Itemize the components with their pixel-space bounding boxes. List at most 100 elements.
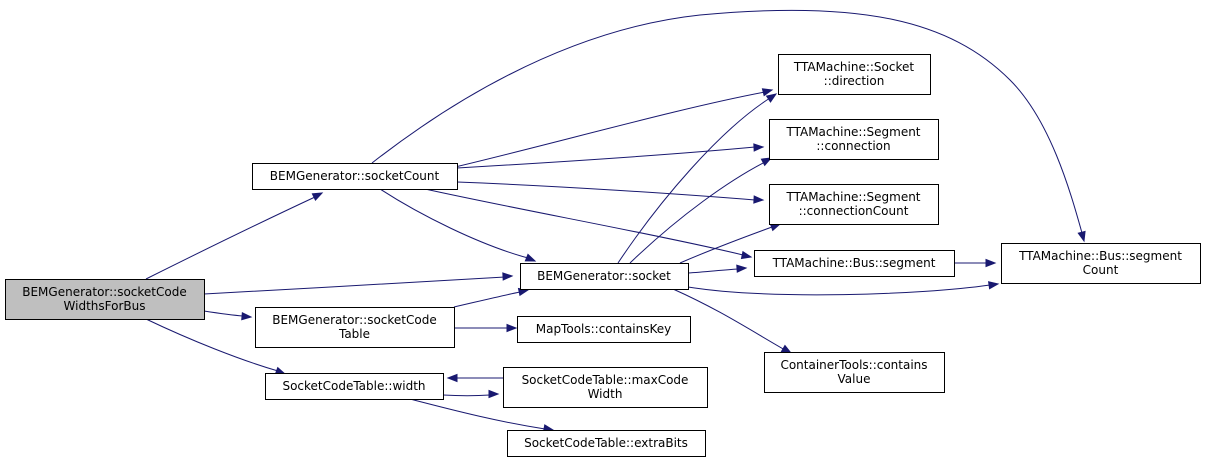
edge-root-to-bem_socket	[203, 272, 514, 295]
node-box	[252, 163, 458, 190]
node-contains-key[interactable]: MapTools::containsKey	[517, 316, 691, 343]
arrowhead-icon	[765, 93, 778, 103]
edge-line	[203, 310, 244, 317]
edge-bus_segment-to-bus_segment_count	[954, 258, 997, 268]
node-box	[769, 119, 939, 160]
edge-line	[456, 181, 756, 201]
arrowhead-icon	[761, 88, 774, 97]
edges-layer	[145, 9, 1086, 433]
node-box	[507, 430, 706, 457]
edge-max_code_width-to-sct_width	[446, 373, 504, 383]
node-socket-count[interactable]: BEMGenerator::socketCount	[252, 163, 458, 190]
node-box	[754, 250, 955, 277]
node-label-line: ::direction	[824, 74, 885, 88]
node-label-line: SocketCodeTable::maxCode	[522, 373, 689, 387]
edge-sct_width-to-max_code_width	[442, 389, 500, 399]
edge-bem_socket-to-segment_connection	[629, 157, 773, 264]
node-extra-bits[interactable]: SocketCodeTable::extraBits	[507, 430, 706, 457]
node-label-line: TTAMachine::Segment	[785, 125, 920, 139]
arrowhead-icon	[760, 157, 773, 167]
node-segment-connection-count[interactable]: TTAMachine::Segment::connectionCount	[769, 184, 939, 225]
node-label-line: Value	[838, 372, 871, 386]
arrowhead-icon	[780, 344, 793, 354]
arrowhead-icon	[736, 264, 748, 273]
node-box	[517, 316, 691, 343]
arrowhead-icon	[1077, 230, 1086, 243]
edge-line	[145, 196, 316, 280]
arrowhead-icon	[988, 281, 1000, 290]
node-label-line: TTAMachine::Bus::segment	[772, 256, 936, 270]
node-label-line: BEMGenerator::socketCode	[272, 313, 437, 327]
node-label-line: MapTools::containsKey	[536, 322, 672, 336]
node-label-line: ::connectionCount	[799, 204, 909, 218]
node-label-line: Table	[338, 327, 370, 341]
node-label-line: ::connection	[816, 139, 890, 153]
node-label-line: BEMGenerator::socket	[537, 269, 671, 283]
node-label-line: SocketCodeTable::width	[282, 379, 425, 393]
arrowhead-icon	[241, 311, 253, 321]
node-label-line: ContainerTools::contains	[780, 358, 927, 372]
arrowhead-icon	[311, 192, 324, 201]
node-box	[769, 184, 939, 225]
edge-line	[442, 394, 491, 397]
arrowhead-icon	[488, 389, 500, 399]
node-box	[265, 373, 444, 400]
node-box	[503, 367, 708, 408]
edge-line	[409, 398, 546, 430]
arrowhead-icon	[753, 143, 765, 152]
edge-bem_socket-to-bus_segment_count	[687, 281, 1000, 296]
edge-line	[424, 188, 744, 256]
edge-socket_code_table-to-contains_key	[454, 323, 518, 333]
edge-bem_socket-to-bus_segment	[687, 264, 748, 274]
edge-root-to-socket_code_table	[203, 310, 253, 321]
node-label-line: BEMGenerator::socketCode	[22, 285, 187, 299]
node-segment-connection[interactable]: TTAMachine::Segment::connection	[769, 119, 939, 160]
node-bus-segment[interactable]: TTAMachine::Bus::segment	[754, 250, 955, 277]
edge-line	[679, 226, 773, 264]
edge-root-to-socket_count	[145, 192, 324, 280]
arrowhead-icon	[985, 258, 997, 268]
node-socket-direction[interactable]: TTAMachine::Socket::direction	[778, 54, 931, 95]
arrowhead-icon	[753, 195, 765, 204]
edge-line	[453, 291, 521, 308]
node-box	[255, 307, 455, 348]
nodes-layer: BEMGenerator::socketCodeWidthsForBusBEMG…	[5, 54, 1201, 457]
node-label-line: BEMGenerator::socketCount	[270, 169, 440, 183]
edge-socket_count-to-segment_connection_count	[456, 181, 765, 204]
edge-bem_socket-to-socket_direction	[617, 93, 778, 264]
arrowhead-icon	[502, 272, 514, 281]
node-label-line: Count	[1083, 263, 1119, 277]
node-label-line: TTAMachine::Segment	[785, 190, 920, 204]
arrowhead-icon	[506, 323, 518, 333]
edge-socket_count-to-segment_connection	[456, 143, 765, 169]
edge-socket_count-to-bus_segment	[424, 188, 753, 260]
edge-line	[456, 146, 756, 169]
node-sct-width[interactable]: SocketCodeTable::width	[265, 373, 444, 400]
edge-line	[371, 9, 1083, 234]
edge-line	[145, 318, 279, 372]
node-box	[1001, 243, 1201, 284]
node-box	[764, 352, 945, 393]
edge-line	[672, 288, 786, 351]
node-label-line: WidthsForBus	[64, 299, 146, 313]
edge-socket_count-to-bus_segment_count	[371, 9, 1086, 243]
arrowhead-icon	[740, 250, 753, 260]
node-label-line: TTAMachine::Bus::segment	[1018, 249, 1182, 263]
edge-socket_count-to-socket_direction	[454, 88, 774, 168]
node-label-line: TTAMachine::Socket	[793, 60, 915, 74]
edge-line	[687, 284, 991, 296]
edge-line	[629, 161, 766, 264]
arrowhead-icon	[524, 253, 537, 262]
node-bem-socket[interactable]: BEMGenerator::socket	[520, 263, 689, 290]
edge-socket_code_table-to-bem_socket	[453, 287, 530, 308]
node-box	[778, 54, 931, 95]
node-box	[5, 279, 205, 320]
arrowhead-icon	[446, 373, 458, 383]
edge-line	[379, 188, 529, 259]
